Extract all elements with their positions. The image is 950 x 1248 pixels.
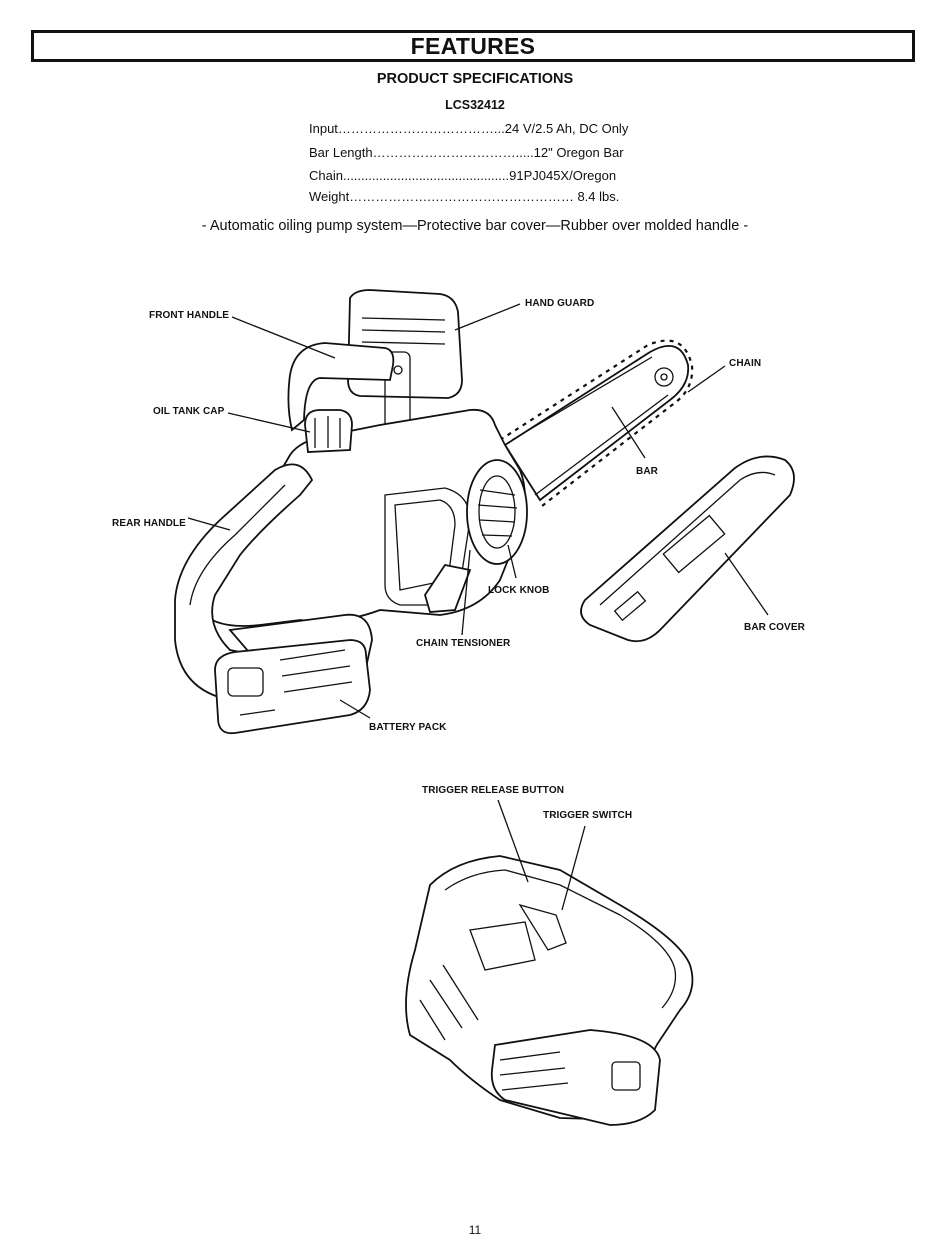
title-box: FEATURES [31, 30, 915, 62]
specs-title: PRODUCT SPECIFICATIONS [376, 71, 574, 87]
spec-weight: Weight……………….…………………………… 8.4 lbs. [309, 189, 620, 204]
callout-rear-handle: REAR HANDLE [112, 518, 186, 529]
callout-chain: CHAIN [729, 358, 762, 369]
leader-hand-guard [454, 303, 521, 331]
bar-cover-drawing [580, 455, 795, 643]
page-number: 11 [468, 1223, 482, 1237]
leader-lock-knob [507, 544, 517, 579]
trigger-closeup-drawing [405, 855, 694, 1126]
leader-trigger-release [497, 799, 529, 883]
spec-input: Input………………………………...24 V/2.5 Ah, DC Only [309, 121, 629, 136]
callout-trigger-switch: TRIGGER SWITCH [543, 810, 633, 821]
spec-bar-length: Bar Length…………………………….....12" Oregon Bar [309, 145, 624, 160]
callout-lock-knob: LOCK KNOB [488, 585, 550, 596]
chainsaw-drawing [174, 289, 694, 735]
leader-front-handle [231, 316, 336, 359]
callout-bar-cover: BAR COVER [744, 622, 805, 633]
feature-summary: - Automatic oiling pump system—Protectiv… [201, 218, 749, 234]
leader-trigger-switch [561, 825, 586, 911]
leader-bar [611, 406, 646, 459]
callout-trigger-release-button: TRIGGER RELEASE BUTTON [422, 785, 565, 796]
spec-chain: Chain...................................… [309, 168, 617, 183]
leader-lines [187, 303, 769, 911]
leader-chain [687, 365, 726, 393]
page-title: FEATURES [410, 33, 536, 59]
leader-rear-handle [187, 517, 231, 531]
callout-front-handle: FRONT HANDLE [149, 310, 230, 321]
callout-hand-guard: HAND GUARD [525, 298, 595, 309]
callout-chain-tensioner: CHAIN TENSIONER [416, 638, 511, 649]
callout-oil-tank-cap: OIL TANK CAP [153, 406, 225, 417]
callout-battery-pack: BATTERY PACK [369, 722, 447, 733]
callout-bar: BAR [636, 466, 658, 477]
leader-battery-pack [339, 699, 371, 719]
model-number: LCS32412 [445, 98, 505, 112]
leader-bar-cover [724, 552, 769, 616]
leader-oil-tank-cap [227, 412, 311, 433]
leader-chain-tensioner [461, 549, 471, 636]
